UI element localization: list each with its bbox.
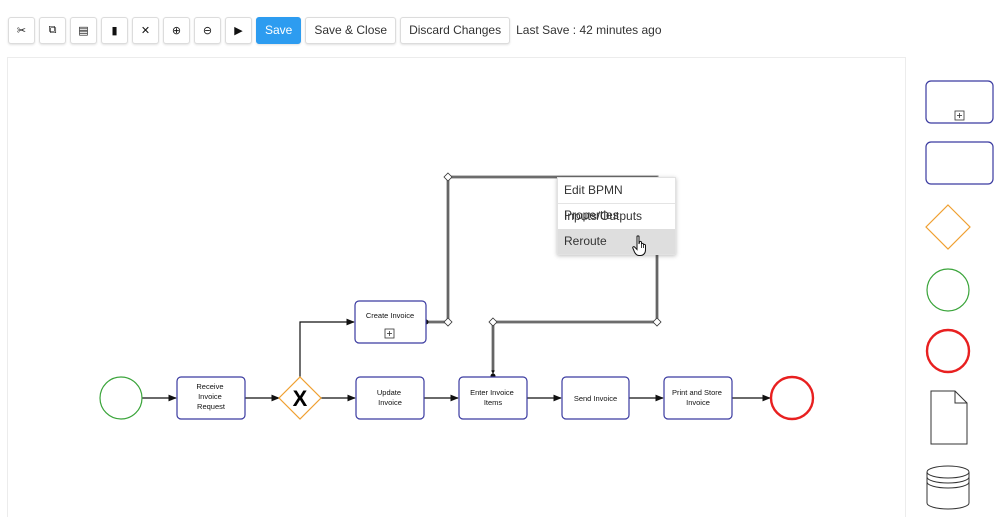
svg-text:Update Invoice: Update Invoice [377,388,403,407]
end-event[interactable] [769,375,815,421]
task-enter-invoice-items[interactable]: Enter Invoice Items [458,376,528,420]
context-menu: Edit BPMN Properties Inputs/Outputs Rero… [557,177,676,255]
palette-subprocess[interactable] [925,80,994,124]
fit-to-screen-icon: ✕ [140,23,151,37]
task-label: Request [197,402,226,411]
paste-button[interactable]: ▤ [70,16,97,44]
gateway-exclusive[interactable]: X [278,376,322,420]
task-print-and-store-invoice[interactable]: Print and Store Invoice [663,376,733,420]
palette-end-event[interactable] [925,328,971,374]
menu-item-edit-bpmn-properties[interactable]: Edit BPMN Properties [564,183,623,222]
copy-button[interactable]: ⧉ [39,16,66,44]
diagram-canvas[interactable] [7,57,906,517]
copy-icon: ⧉ [48,23,57,36]
subprocess-expand-icon [954,110,965,121]
zoom-in-icon: ⊕ [171,23,182,37]
zoom-out-button[interactable]: ⊖ [194,16,221,44]
task-label: Update [377,388,401,397]
task-label: Items [484,398,503,407]
waypoint-handle[interactable] [443,317,453,327]
task-send-invoice[interactable]: Send Invoice [561,376,630,420]
delete-button[interactable]: ▮ [101,16,128,44]
palette-gateway[interactable] [925,204,971,250]
waypoint-handle[interactable] [652,317,662,327]
gateway-marker: X [293,386,308,411]
task-receive-invoice-request[interactable]: Receive Invoice Request [176,376,246,420]
paste-icon: ▤ [78,23,89,37]
start-event[interactable] [99,376,143,420]
shape-palette [925,80,994,510]
task-label: Send Invoice [574,394,617,403]
task-label: Print and Store [672,388,722,397]
task-label: Invoice [198,392,222,401]
zoom-in-button[interactable]: ⊕ [163,16,190,44]
svg-text:Enter Invoice Items: Enter Invoice Items [470,388,516,407]
cut-button[interactable]: ✂ [8,16,35,44]
task-label: Invoice [686,398,710,407]
palette-data-object[interactable] [930,390,968,445]
play-icon: ▶ [234,23,243,37]
hand-cursor-icon [632,235,646,256]
menu-item-reroute[interactable]: Reroute [558,229,675,254]
subprocess-expand-icon[interactable] [384,328,395,339]
waypoint-handle[interactable] [488,317,498,327]
task-label: Create Invoice [366,311,414,320]
flow-gateway-to-create[interactable] [299,318,355,377]
task-create-invoice[interactable]: Create Invoice [354,300,427,344]
last-save-status: Last Save : 42 minutes ago [516,23,662,37]
toolbar: ✂ ⧉ ▤ ▮ ✕ ⊕ ⊖ ▶ Save Save & Close Discar… [8,16,662,44]
delete-icon: ▮ [111,23,118,37]
task-label: Enter Invoice [470,388,514,397]
cut-icon: ✂ [16,23,27,37]
menu-item-inputs-outputs[interactable]: Inputs/Outputs [558,203,675,229]
discard-changes-button[interactable]: Discard Changes [400,16,511,44]
waypoint-handle[interactable] [443,172,453,182]
svg-text:Print and Store Invoice: Print and Store Invoice [672,388,724,407]
palette-data-store[interactable] [926,465,970,510]
task-label: Invoice [378,398,402,407]
task-update-invoice[interactable]: Update Invoice [355,376,425,420]
svg-text:Receive Invoice Re: Receive Invoice Request [196,382,225,411]
zoom-out-icon: ⊖ [202,23,213,37]
play-button[interactable]: ▶ [225,16,252,44]
fit-to-screen-button[interactable]: ✕ [132,16,159,44]
palette-task[interactable] [925,141,994,185]
task-label: Receive [196,382,223,391]
save-close-button[interactable]: Save & Close [305,16,397,44]
sequence-flows [142,318,771,402]
palette-start-event[interactable] [926,268,970,312]
save-button[interactable]: Save [256,16,302,44]
